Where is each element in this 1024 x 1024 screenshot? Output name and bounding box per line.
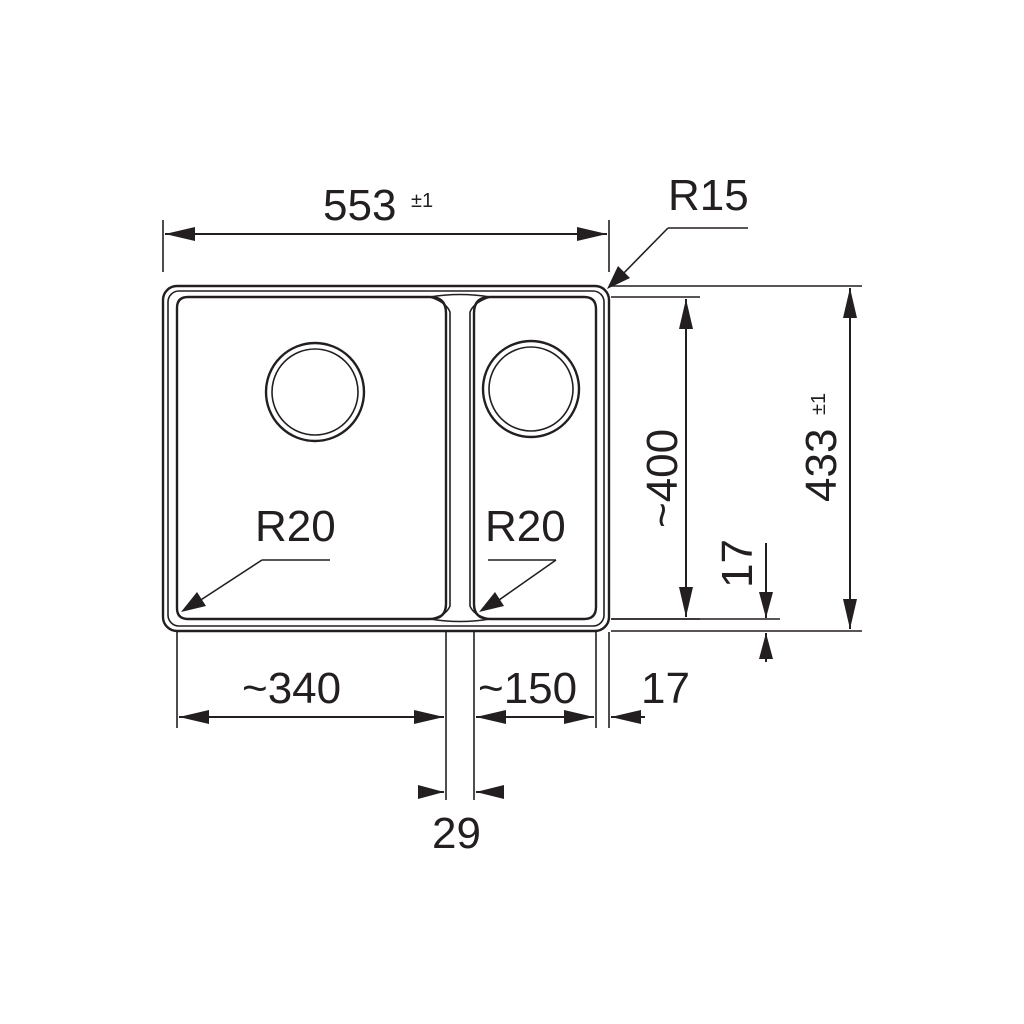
overall-depth-tolerance: ±1 xyxy=(808,393,830,415)
bottom-rim-label: 17 xyxy=(713,539,762,588)
right-bowl-radius-label: R20 xyxy=(485,502,566,551)
right-drain xyxy=(481,339,581,439)
outer-radius-label: R15 xyxy=(668,171,749,220)
overall-width-tolerance: ±1 xyxy=(411,190,433,212)
divider-width-label: 29 xyxy=(432,809,481,858)
left-bowl-width-label: ~340 xyxy=(242,664,341,713)
bowl-depth-label: ~400 xyxy=(638,429,687,528)
overall-depth-dimension: 433 ±1 xyxy=(611,285,862,632)
overall-width-label: 553 xyxy=(323,181,396,230)
bowl-depth-dimension: ~400 xyxy=(611,296,700,620)
right-bowl xyxy=(472,295,598,621)
bottom-rim-dimension: 17 xyxy=(611,539,780,662)
bowl-width-dimensions: ~340 ~150 17 xyxy=(176,630,690,800)
sink-outline xyxy=(161,284,611,633)
right-bowl-width-label: ~150 xyxy=(478,664,577,713)
overall-width-dimension: 553 ±1 xyxy=(162,181,610,272)
overall-depth-label: 433 xyxy=(797,429,846,502)
bowl-divider xyxy=(429,293,491,623)
left-drain xyxy=(264,341,366,443)
right-bowl-radius-callout: R20 xyxy=(479,502,566,612)
outer-radius-callout: R15 xyxy=(607,171,749,289)
side-rim-label: 17 xyxy=(641,664,690,713)
left-bowl xyxy=(175,295,448,621)
left-bowl-radius-callout: R20 xyxy=(181,502,336,612)
left-bowl-radius-label: R20 xyxy=(255,502,336,551)
divider-width-dimension: 29 xyxy=(418,785,504,858)
